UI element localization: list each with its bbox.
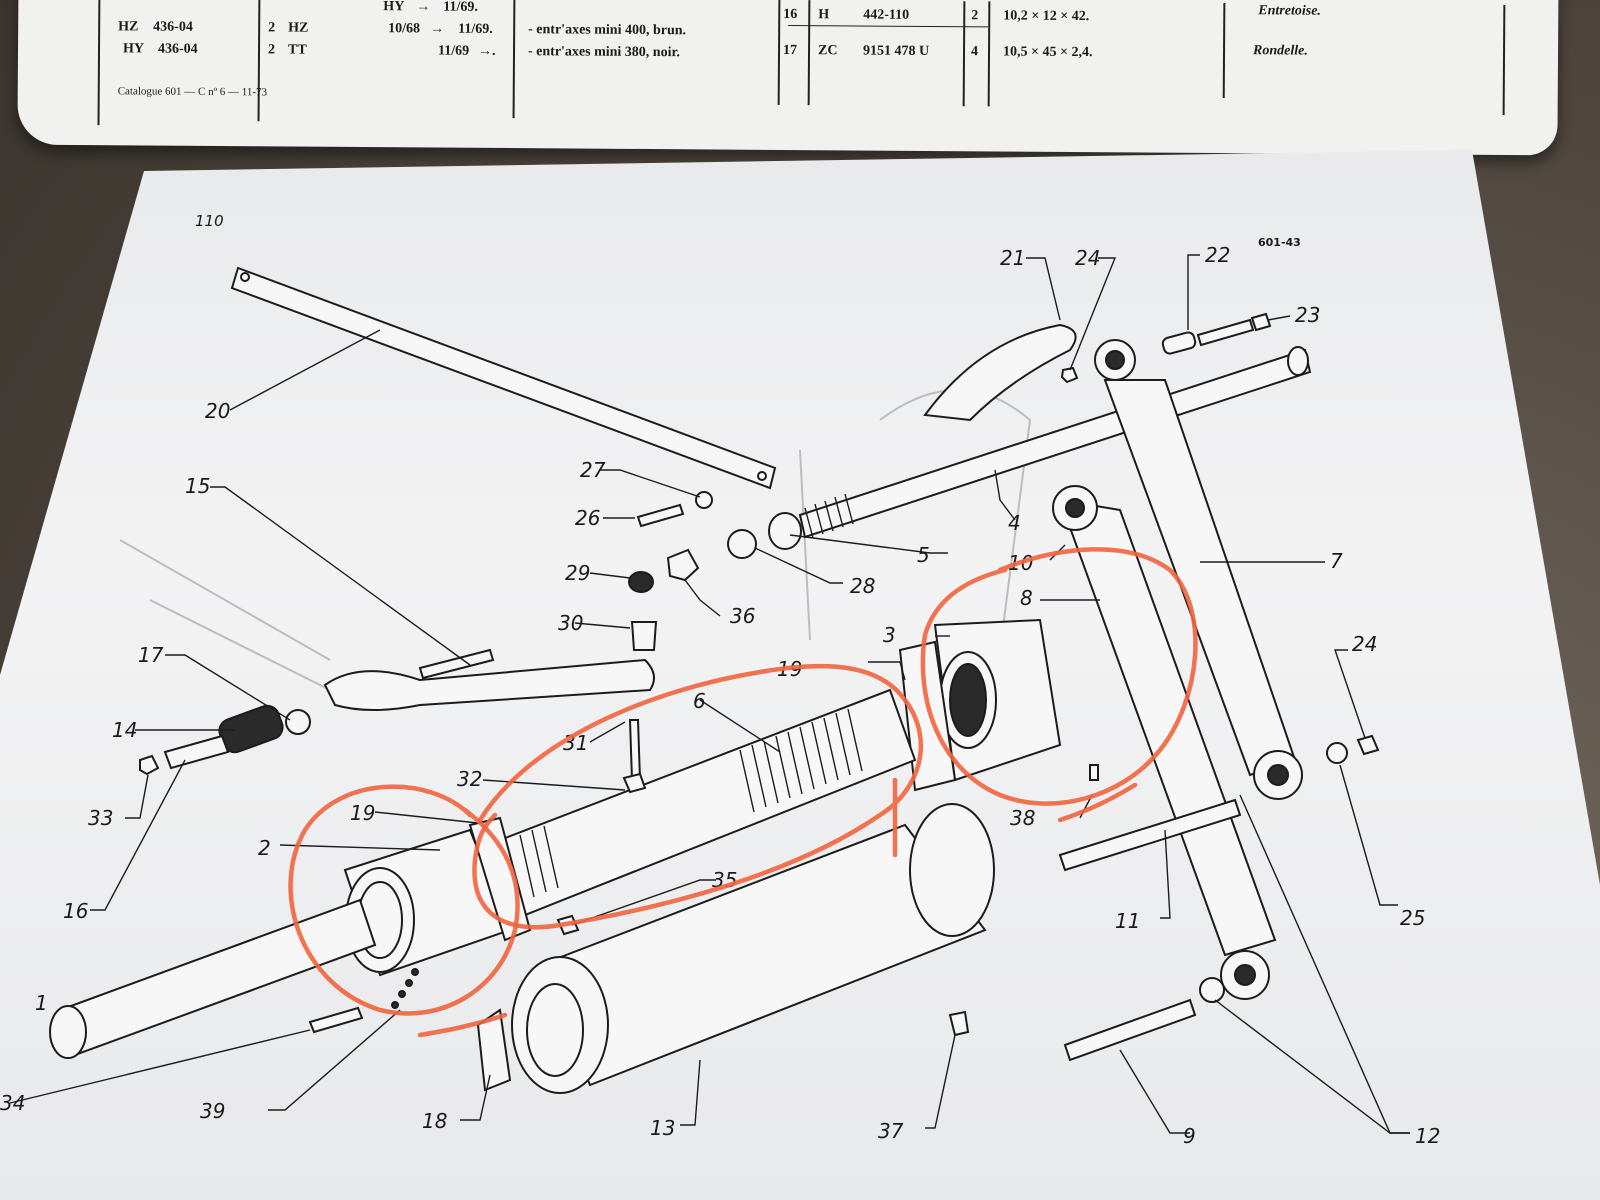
callout-28: 28 <box>850 574 875 598</box>
callout-11: 11 <box>1115 909 1140 933</box>
eye-bushing-center <box>1267 764 1289 786</box>
nut-36 <box>666 548 700 582</box>
callout-15: 15 <box>185 474 210 498</box>
cylinder-end-cap <box>909 803 995 937</box>
callout-2: 2 <box>258 836 271 860</box>
plug-29 <box>628 571 654 593</box>
washer-12 <box>1199 977 1225 1003</box>
callout-24a: 24 <box>1075 246 1100 270</box>
callout-24b: 24 <box>1352 632 1377 656</box>
callout-32: 32 <box>457 767 482 791</box>
callout-34: 34 <box>0 1091 25 1115</box>
eye-bushing-center <box>1105 350 1125 370</box>
washer-25 <box>1326 742 1348 764</box>
callout-3: 3 <box>883 623 896 647</box>
washer-27 <box>695 491 713 509</box>
bolt-23 <box>1196 318 1255 347</box>
strut-bar-part <box>230 266 777 490</box>
bolt-38 <box>1089 764 1099 781</box>
link-arm <box>323 658 655 711</box>
frame-outline <box>799 449 811 641</box>
nut-33 <box>139 754 160 776</box>
callout-23: 23 <box>1295 303 1320 327</box>
callout-9: 9 <box>1183 1124 1196 1148</box>
eye-bushing-center <box>1234 964 1256 986</box>
callout-1: 1 <box>35 991 48 1015</box>
plug-37 <box>948 1010 970 1037</box>
clip-18 <box>476 1008 512 1092</box>
callout-37: 37 <box>878 1119 904 1143</box>
callout-17: 17 <box>138 643 164 667</box>
frame-outline <box>149 599 331 691</box>
bolt-34 <box>308 1006 364 1034</box>
callout-29: 29 <box>565 561 590 585</box>
torsion-bar-end <box>49 1005 87 1059</box>
pin-16 <box>163 734 230 770</box>
washer <box>285 709 311 735</box>
callout-4: 4 <box>1008 511 1021 535</box>
spacer-22 <box>1161 331 1197 355</box>
hand-drawn-highlights <box>288 547 1198 1038</box>
callout-27: 27 <box>580 458 606 482</box>
nut-24 <box>1060 366 1079 384</box>
callout-8: 8 <box>1020 586 1033 610</box>
rod-end <box>1287 346 1309 376</box>
eye-bushing-center <box>1065 498 1085 518</box>
callout-33: 33 <box>88 806 113 830</box>
callout-20: 20 <box>205 399 230 423</box>
callout-26: 26 <box>575 506 600 530</box>
bracket-part <box>923 323 1077 422</box>
callout-25: 25 <box>1400 906 1425 930</box>
ring-28 <box>727 529 757 559</box>
stud-9 <box>1063 998 1197 1062</box>
callout-7: 7 <box>1330 549 1343 573</box>
callout-19a: 19 <box>350 801 375 825</box>
stud-31 <box>628 719 642 781</box>
figure-code: 601-43 <box>1258 236 1301 249</box>
callout-39: 39 <box>200 1099 225 1123</box>
frame-outline <box>119 539 331 661</box>
callout-21: 21 <box>1000 246 1025 270</box>
bearing-seal-inner <box>949 663 987 737</box>
callout-18: 18 <box>422 1109 447 1133</box>
callout-22: 22 <box>1205 243 1230 267</box>
washer-5 <box>768 512 802 550</box>
highlight-loop-middle <box>472 663 924 930</box>
callout-6: 6 <box>693 689 706 713</box>
callout-36: 36 <box>730 604 755 628</box>
leader-lines <box>9 254 1410 1134</box>
nut-24 <box>1356 734 1380 756</box>
bolt-head <box>1250 312 1272 332</box>
shock-absorber-8 <box>1058 498 1277 957</box>
thread-spring <box>804 493 854 539</box>
bolt-26 <box>636 503 685 528</box>
bolt-15 <box>418 648 495 680</box>
callout-14: 14 <box>112 718 137 742</box>
stud-11 <box>1058 798 1242 872</box>
cylinder-bore <box>526 983 584 1077</box>
spline-texture <box>519 708 863 898</box>
ball-chain-39 <box>391 968 419 1009</box>
highlight-circle-left <box>288 784 520 1038</box>
callout-30: 30 <box>558 611 583 635</box>
highlight-circle-right <box>920 547 1198 823</box>
nut-32 <box>622 772 647 794</box>
diagram-page <box>0 150 1600 1200</box>
callout-labels: 1 2 3 4 5 6 7 8 9 10 11 12 13 14 15 16 1… <box>0 243 1440 1148</box>
callout-12: 12 <box>1415 1124 1440 1148</box>
callout-38: 38 <box>1010 806 1035 830</box>
hole <box>240 272 250 282</box>
page-number: 110 <box>195 212 224 230</box>
bushing-30 <box>630 621 658 651</box>
callout-13: 13 <box>650 1116 675 1140</box>
hole <box>757 471 767 481</box>
callout-16: 16 <box>63 899 88 923</box>
callout-5: 5 <box>917 543 930 567</box>
